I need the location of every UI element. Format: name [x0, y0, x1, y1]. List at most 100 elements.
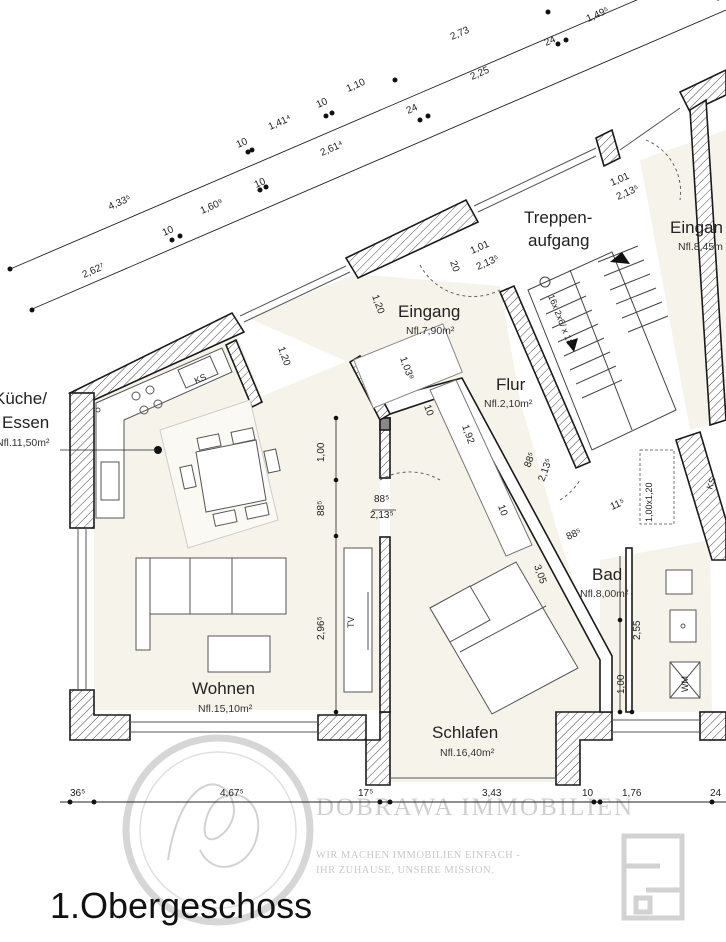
- wardrobe: [429, 379, 533, 557]
- stair-start: [539, 276, 551, 288]
- bottom-dim-176: 1,76: [622, 788, 642, 799]
- dim-885-door: 88⁵: [374, 494, 389, 505]
- room-kueche-area: Nfl.11,50m²: [0, 437, 50, 449]
- dim-4335: 4,33⁵: [107, 193, 133, 213]
- wm-label: WM: [680, 676, 690, 692]
- dining-set: [159, 399, 281, 549]
- wall-top-eingang: [344, 198, 480, 280]
- wall-kitchen-window-pillar: [224, 338, 264, 409]
- dim-10c: 10: [253, 176, 268, 191]
- wall-treppe-right: [689, 98, 726, 427]
- dim-2614: 2,61⁴: [319, 139, 345, 159]
- floor-schlafen-balcony: [390, 712, 556, 782]
- wall-bottom-living-right: [317, 711, 391, 786]
- dim-10d: 10: [161, 224, 176, 239]
- wall-treppe-left: [498, 284, 592, 470]
- bottom-dim-365: 36⁵: [70, 788, 85, 799]
- bottom-dim-10: 10: [582, 788, 594, 799]
- dim-120b: 1,20: [275, 345, 292, 367]
- room-wohnen-area: Nfl.15,10m²: [198, 703, 253, 715]
- watermark-company: DOBRAWA IMMOBILIEN: [316, 794, 634, 821]
- room-eingang2-area: Nfl.8,45m: [678, 241, 723, 253]
- bottom-dim-343: 3,43: [482, 788, 502, 799]
- dining-table: [195, 439, 267, 513]
- dim-115: 11⁵: [609, 497, 627, 513]
- entrance-cabinet: [353, 323, 463, 409]
- watermark-monogram: [167, 783, 260, 868]
- wall-top-right: [678, 69, 726, 114]
- kitchen-tap: [95, 407, 101, 413]
- dim-20: 20: [447, 259, 461, 274]
- stove-burner-4: [153, 399, 163, 409]
- wall-bottom-schlafen-right: [555, 711, 613, 786]
- vertical-dim-ticks: [154, 415, 635, 715]
- dim-110: 1,10: [345, 77, 368, 95]
- dim-100-bad: 1,00: [616, 674, 627, 694]
- dim-1609: 1,60⁹: [199, 197, 225, 217]
- shower-tray: [639, 449, 675, 525]
- bed: [429, 561, 579, 715]
- wall-wohnen-schlafen-lower: [379, 536, 391, 713]
- chair-2: [230, 427, 256, 445]
- dim-2627: 2,62⁷: [81, 261, 107, 281]
- stair-up-arrow: [610, 252, 630, 264]
- room-treppe-name-2: aufgang: [528, 231, 589, 250]
- dim-24a: 24: [543, 34, 558, 49]
- wall-top-treppe: [595, 128, 621, 168]
- chair-1: [196, 433, 222, 451]
- dim-24b: 24: [405, 102, 420, 117]
- dim-255: 2,55: [632, 620, 643, 640]
- dim-2965: 2,96⁵: [316, 616, 327, 640]
- dim-2135-flur: 2,13⁵: [536, 457, 554, 483]
- kitchen-counter: [95, 347, 233, 519]
- room-bad-name: Bad: [592, 565, 622, 584]
- dim-2135-door: 2,13⁵: [370, 510, 394, 521]
- dim-2135-mid: 2,13⁵: [475, 253, 501, 273]
- dim-885-bad: 88⁵: [565, 526, 583, 542]
- stove-burner-2: [145, 385, 155, 395]
- watermark: DOBRAWA IMMOBILIEN WIR MACHEN IMMOBILIEN…: [122, 734, 685, 926]
- fridge-label: KS: [193, 372, 208, 386]
- wall-eingang2-lower: [675, 430, 726, 561]
- dim-100-left: 1,00: [316, 442, 327, 462]
- wall-left-kitchen: [69, 392, 95, 529]
- wall-bottom-bad: [699, 711, 726, 741]
- dim-885-flur: 88⁵: [522, 451, 538, 469]
- bottom-dim-175: 17⁵: [358, 788, 373, 799]
- wall-left-bottom: [69, 689, 131, 741]
- room-kueche-name-2: Essen: [2, 413, 49, 432]
- vertical-dim-lines: [335, 418, 621, 712]
- sofa: [135, 557, 287, 651]
- dim-273: 2,73: [449, 25, 472, 43]
- ks2-label: KS: [704, 476, 718, 491]
- kitchen-sink: [100, 461, 120, 501]
- floor-title: 1.Obergeschoss: [50, 885, 312, 926]
- wall-chimney: [379, 417, 391, 431]
- wall-flur-diagonal: [378, 377, 613, 713]
- tv-board: [343, 547, 373, 693]
- watermark-slogan-1: WIR MACHEN IMMOBILIEN EINFACH -: [316, 850, 520, 861]
- room-wohnen-name: Wohnen: [192, 679, 255, 698]
- dimension-lines: [7, 0, 726, 311]
- watermark-slogan-2: IHR ZUHAUSE, UNSERE MISSION.: [316, 865, 494, 876]
- fridge: [177, 355, 219, 389]
- room-schlafen-area: Nfl.16,40m²: [440, 747, 495, 759]
- staircase: [527, 245, 677, 451]
- room-kueche-name-1: Küche/: [0, 389, 47, 408]
- stove-burner-1: [131, 391, 141, 401]
- dim-225: 2,25: [469, 65, 492, 83]
- room-bad-area: Nfl.8,00m²: [580, 588, 629, 600]
- stair-down-arrow: [566, 338, 578, 352]
- room-treppe-name-1: Treppen-: [524, 208, 592, 227]
- chair-6: [263, 448, 281, 474]
- dim-101-mid: 1,01: [469, 239, 492, 257]
- shower-dim: 1,00x1,20: [644, 482, 654, 522]
- chair-4: [244, 502, 270, 520]
- bottom-dim-24: 24: [710, 788, 722, 799]
- tv-label: TV: [346, 616, 356, 628]
- dim-149: 1,49⁵: [585, 5, 611, 25]
- room-eingang-name: Eingang: [398, 302, 460, 321]
- washbasin-drain: [680, 623, 686, 629]
- bottom-dim-ticks: [67, 799, 715, 805]
